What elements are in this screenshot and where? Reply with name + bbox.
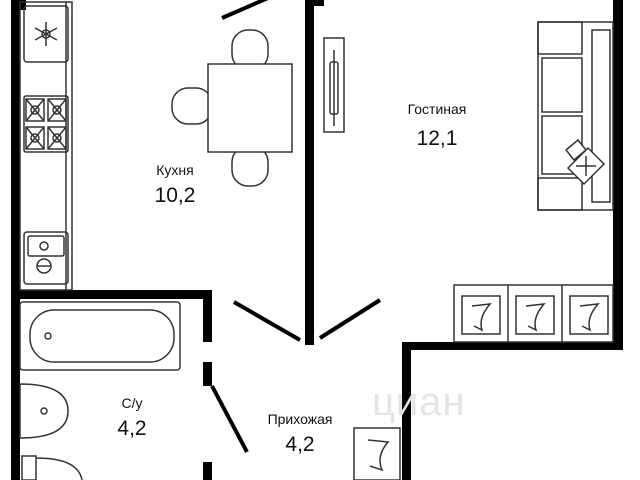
bathroom-sink-icon [19,383,69,439]
doors [210,0,382,453]
room-area: 10,2 [154,184,196,207]
room-area: 12,1 [416,127,458,150]
tv-icon [323,37,345,133]
radiator-icon [453,284,614,343]
cushion-icon [564,138,606,186]
stove-burner-icon [23,95,69,153]
room-kitchen: Кухня 10,2 [140,162,210,208]
room-living: Гостиная 12,1 [392,101,482,151]
room-hallway: Прихожая 4,2 [248,411,352,457]
bathtub-icon [19,301,181,371]
room-name: Прихожая [267,411,333,427]
room-name: Кухня [156,162,194,178]
toilet-icon [21,455,83,480]
room-area: 4,2 [117,417,147,440]
room-name: С/у [121,395,143,411]
dining-table-icon [171,29,293,187]
sofa-icon [537,21,614,211]
watermark-logo: циан [372,380,466,424]
room-name: Гостиная [407,101,467,117]
snowflake-icon [23,5,69,63]
walls [11,0,623,480]
wardrobe-icon [353,427,401,480]
room-area: 4,2 [285,433,315,456]
room-bathroom: С/у 4,2 [100,395,164,441]
sink-icon [23,231,69,285]
